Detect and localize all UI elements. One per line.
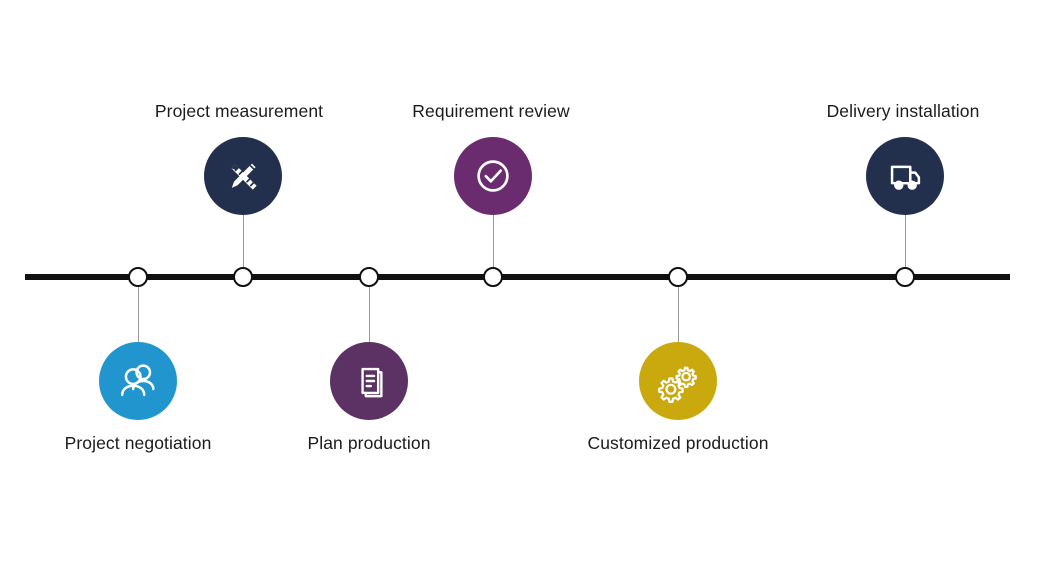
connector-stem-plan-production bbox=[369, 287, 370, 342]
timeline-node-project-measurement[interactable] bbox=[233, 267, 253, 287]
timeline-node-delivery-installation[interactable] bbox=[895, 267, 915, 287]
milestone-badge-delivery-installation[interactable] bbox=[866, 137, 944, 215]
milestone-badge-customized-production[interactable] bbox=[639, 342, 717, 420]
timeline-axis bbox=[25, 274, 1010, 280]
connector-stem-customized-production bbox=[678, 287, 679, 342]
document-stack-icon bbox=[347, 359, 391, 403]
milestone-label-delivery-installation: Delivery installation bbox=[826, 101, 980, 121]
milestone-label-requirement-review: Requirement review bbox=[412, 101, 570, 121]
milestone-badge-requirement-review[interactable] bbox=[454, 137, 532, 215]
timeline-node-plan-production[interactable] bbox=[359, 267, 379, 287]
milestone-badge-plan-production[interactable] bbox=[330, 342, 408, 420]
gears-icon bbox=[655, 358, 701, 404]
timeline-node-requirement-review[interactable] bbox=[483, 267, 503, 287]
connector-stem-requirement-review bbox=[493, 214, 494, 272]
check-circle-icon bbox=[470, 153, 516, 199]
delivery-truck-icon bbox=[882, 153, 928, 199]
milestone-badge-project-measurement[interactable] bbox=[204, 137, 282, 215]
milestone-label-plan-production: Plan production bbox=[307, 433, 431, 453]
milestone-label-customized-production: Customized production bbox=[587, 433, 769, 453]
timeline-node-customized-production[interactable] bbox=[668, 267, 688, 287]
users-icon bbox=[115, 358, 161, 404]
milestone-label-project-negotiation: Project negotiation bbox=[64, 433, 212, 453]
connector-stem-project-negotiation bbox=[138, 287, 139, 342]
connector-stem-delivery-installation bbox=[905, 214, 906, 272]
milestone-badge-project-negotiation[interactable] bbox=[99, 342, 177, 420]
connector-stem-project-measurement bbox=[243, 214, 244, 272]
timeline-node-project-negotiation[interactable] bbox=[128, 267, 148, 287]
ruler-pencil-icon bbox=[219, 152, 267, 200]
milestone-label-project-measurement: Project measurement bbox=[154, 101, 324, 121]
